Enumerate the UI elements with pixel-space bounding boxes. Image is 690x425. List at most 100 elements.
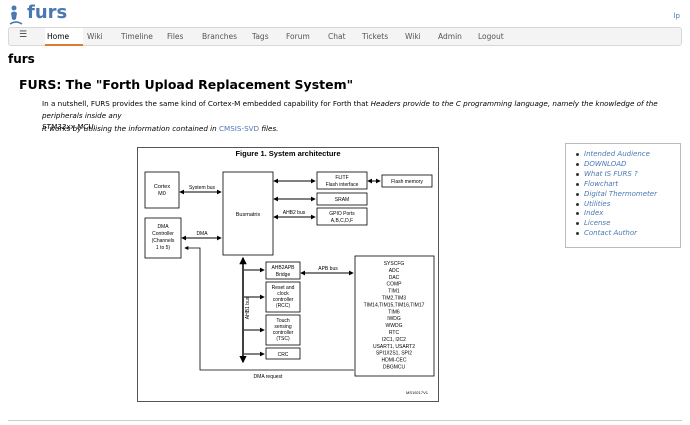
peripheral-label: SPI1/I2S1, SPI2 [376,351,412,357]
rcc-box [265,281,301,313]
toc-link[interactable]: Digital Thermometer [584,189,657,198]
rcc-label-4: (RCC) [276,303,290,309]
cortex-box [144,171,180,209]
nav-timeline[interactable]: Timeline [121,32,153,41]
gpio-label-1: GPIO Ports [329,211,355,217]
architecture-diagram: Figure 1. System architecture Cortex M0 … [144,149,435,395]
peripheral-label: SYSCFG [384,261,405,267]
cortex-label-2: M0 [158,191,166,197]
crc-label: CRC [278,352,289,358]
bullet-icon [576,232,579,236]
svd-paragraph: It works by utilising the information co… [42,124,278,133]
bullet-icon [576,172,579,176]
toc-link[interactable]: Intended Audience [584,150,650,158]
svd-text-b: files. [259,124,279,133]
peripheral-label: RTC [389,330,400,336]
tsc-label-4: (TSC) [276,336,290,342]
nav-files[interactable]: Files [167,32,184,41]
ahb2apb-label-1: AHB2APB [271,265,295,271]
intro-text-c: STM32xx MCU. [42,122,96,131]
flitf-label-2: Flash interface [326,182,359,188]
rcc-label-3: controller [273,297,294,303]
toc-item: Flowchart [572,180,657,190]
peripheral-label: DBGMCU [383,365,406,371]
peripheral-label: IWDG [387,316,401,322]
hamburger-icon[interactable]: ☰ [19,30,28,40]
peripheral-label: WWDG [386,323,403,329]
busmatrix-box [222,171,274,256]
dma-label: DMA [196,231,208,237]
crc-box [265,347,301,360]
toc-item: Contact Author [572,229,657,239]
ahb2-bus-label: AHB2 bus [283,210,306,216]
dma-controller-box [144,217,182,259]
nav-forum[interactable]: Forum [286,32,310,41]
toc-link[interactable]: Flowchart [584,179,619,188]
bullet-icon [576,202,579,206]
toc-link[interactable]: Utilities [584,199,611,208]
cmsis-svd-link[interactable]: CMSIS-SVD [219,124,260,133]
system-architecture-figure: Figure 1. System architecture Cortex M0 … [137,147,439,402]
toc-link[interactable]: License [584,219,611,228]
toc-link[interactable]: Index [584,209,604,218]
dma-request-line [184,246,354,371]
tsc-box [265,314,301,346]
nav-branches[interactable]: Branches [202,32,237,41]
peripheral-label: TIM14,TIM15,TIM16,TIM17 [364,302,425,308]
toc-link[interactable]: Contact Author [584,229,638,238]
toc-item: Digital Thermometer [572,190,657,200]
tsc-label-2: sensing [274,324,291,330]
bullet-icon [576,182,579,186]
dma-ctrl-label-1: DMA [157,224,169,230]
gpio-box [316,207,368,226]
toc-item: DOWNLOAD [572,160,657,170]
peripheral-label: TIM2,TIM3 [382,296,406,302]
nav-chat[interactable]: Chat [328,32,346,41]
apb-peripherals-list: SYSCFGADCDACCOMPTIM1TIM2,TIM3TIM14,TIM15… [364,261,425,371]
peripheral-label: ADC [389,268,400,274]
dma-request-label: DMA request [254,374,284,380]
rcc-label-1: Reset and [272,285,295,291]
page-heading: furs [8,52,35,66]
flitf-label-1: FLITF [335,175,348,181]
bullet-icon [576,212,579,216]
nav-logout[interactable]: Logout [478,32,504,41]
logo-icon[interactable] [8,4,24,26]
toc-link[interactable]: What IS FURS ? [584,169,638,178]
cortex-label-1: Cortex [154,184,170,190]
gpio-label-2: A,B,C,D,F [331,218,354,224]
flitf-box [316,171,368,190]
ahb2apb-label-2: Bridge [276,272,291,278]
header: furs lp [0,0,690,28]
nav-tags[interactable]: Tags [252,32,269,41]
peripheral-label: I2C1, I2C2 [382,337,406,343]
sram-label: SRAM [335,197,349,203]
toc-link[interactable]: DOWNLOAD [584,159,627,168]
ahb2apb-box [265,261,301,280]
tsc-label-3: controller [273,330,294,336]
nav-wiki[interactable]: Wiki [87,32,103,41]
peripheral-label: USART1, USART2 [373,344,415,350]
bullet-icon [576,222,579,226]
site-title[interactable]: furs [27,2,68,23]
login-link[interactable]: lp [673,12,680,20]
system-bus-label: System bus [189,185,216,191]
toc-item: Intended Audience [572,150,657,160]
intro-text-b: Headers provide to the C programming lan… [42,99,658,120]
nav-home[interactable]: Home [47,32,70,41]
toc-item: Index [572,209,657,219]
figure-title: Figure 1. System architecture [235,149,340,158]
busmatrix-label: Busmatrix [236,212,261,218]
nav-wiki-2[interactable]: Wiki [405,32,421,41]
bullet-icon [576,192,579,196]
document-title: FURS: The "Forth Upload Replacement Syst… [19,77,354,92]
peripheral-label: TIM1 [388,289,400,295]
figure-ref-code: MS19217V1 [406,390,429,395]
bullet-icon [576,153,579,156]
intro-paragraph: In a nutshell, FURS provides the same ki… [42,98,672,133]
bullet-icon [576,162,579,166]
nav-admin[interactable]: Admin [438,32,462,41]
nav-tickets[interactable]: Tickets [362,32,389,41]
